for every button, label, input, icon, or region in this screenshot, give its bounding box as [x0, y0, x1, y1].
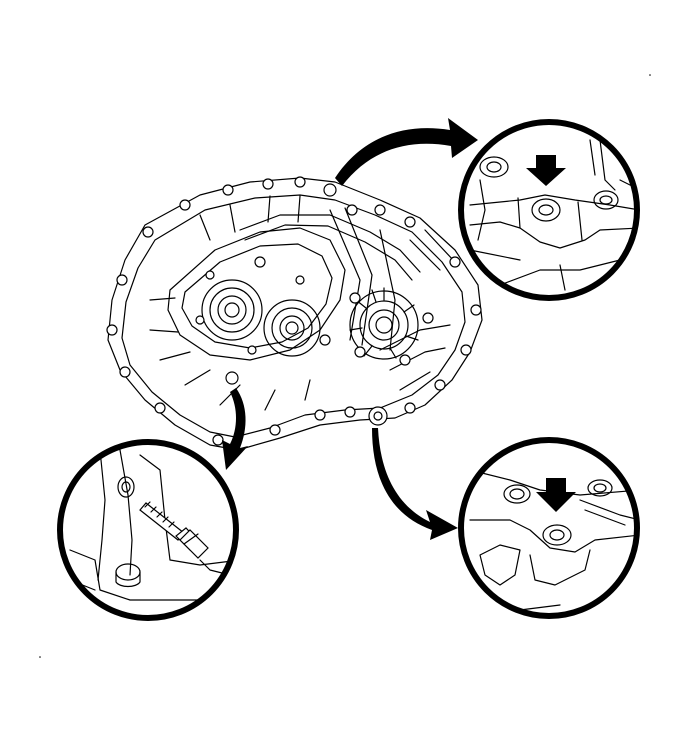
bearing-left [201, 279, 263, 341]
transaxle-case [106, 176, 483, 451]
down-arrow-icon [526, 155, 566, 186]
detail-top-right [458, 119, 640, 301]
case-bolt-bosses [106, 176, 482, 446]
speck [39, 656, 41, 658]
detail-left [57, 439, 239, 621]
bearing-center [263, 299, 321, 357]
bolt-icon [139, 501, 209, 559]
callout-arrow-bottom-right [372, 428, 458, 540]
speck [649, 74, 651, 76]
detail-bottom-right [458, 437, 640, 619]
callout-arrow-top-right [335, 118, 478, 186]
differential-bore [349, 287, 419, 360]
down-arrow-icon [536, 478, 576, 512]
callout-arrow-left [222, 388, 248, 470]
